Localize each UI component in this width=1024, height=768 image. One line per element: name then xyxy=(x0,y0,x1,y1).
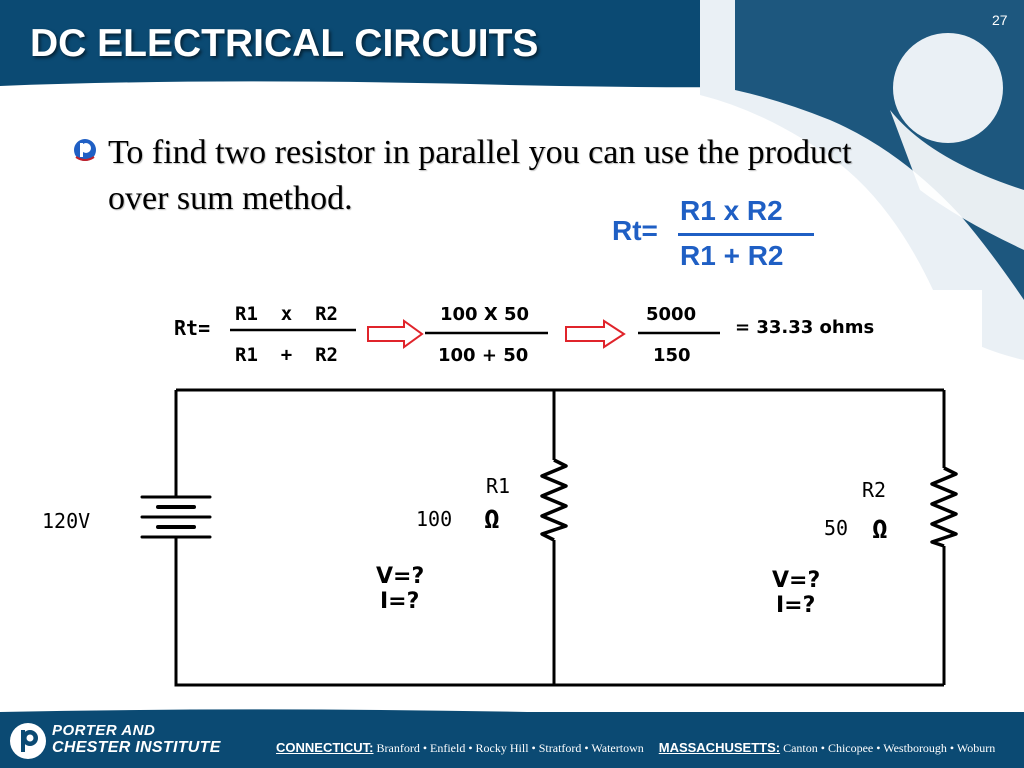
r2-value-label: 50 xyxy=(824,516,848,540)
calculation-row: Rt= R1 x R2 R1 + R2 100 X 50 100 + 50 50… xyxy=(174,303,874,366)
r2-current-question: I=? xyxy=(776,593,815,618)
calc-step2-numerator: 100 X 50 xyxy=(440,304,529,325)
institute-name-line1: PORTER AND xyxy=(52,722,156,739)
ohm-symbol-icon: Ω xyxy=(872,515,888,545)
footer-logo xyxy=(10,723,46,759)
source-voltage-label: 120V xyxy=(42,509,90,533)
battery-icon xyxy=(140,495,212,539)
watermark-logo-shape xyxy=(700,0,1024,360)
arrow-right-icon xyxy=(367,319,424,349)
r1-current-question: I=? xyxy=(380,589,419,614)
page-number: 27 xyxy=(992,12,1008,28)
calc-step2-denominator: 100 + 50 xyxy=(438,345,528,366)
resistor-r2-icon xyxy=(930,466,958,548)
institute-name: PORTER AND CHESTER INSTITUTE xyxy=(52,722,221,756)
formula-lhs: Rt= xyxy=(612,215,658,246)
institute-name-line2: CHESTER INSTITUTE xyxy=(52,739,221,756)
r2-name-label: R2 xyxy=(862,478,886,502)
calc-lhs: Rt= xyxy=(174,316,210,340)
formula-fraction-bar xyxy=(678,233,814,236)
ohm-symbol-icon: Ω xyxy=(484,505,500,535)
circuit-diagram: Rt= R1 x R2 R1 + R2 100 X 50 100 + 50 50… xyxy=(42,290,982,692)
formula-numerator: R1 x R2 xyxy=(680,195,783,226)
r1-voltage-question: V=? xyxy=(376,564,424,589)
ct-locations: Branford • Enfield • Rocky Hill • Stratf… xyxy=(376,741,644,755)
calc-step1-numerator: R1 x R2 xyxy=(235,303,338,325)
formula-denominator: R1 + R2 xyxy=(680,240,784,271)
ma-state-label: MASSACHUSETTS: xyxy=(658,740,781,755)
arrow-right-icon xyxy=(565,319,626,349)
ct-state-label: CONNECTICUT: xyxy=(276,740,374,755)
r1-name-label: R1 xyxy=(486,474,510,498)
product-over-sum-formula: Rt= R1 x R2 R1 + R2 xyxy=(612,193,817,285)
resistor-r1-icon xyxy=(540,458,568,542)
footer-locations: CONNECTICUT: Branford • Enfield • Rocky … xyxy=(276,740,1016,756)
r2-voltage-question: V=? xyxy=(772,568,820,593)
calc-step3-denominator: 150 xyxy=(653,345,691,366)
calc-step3-numerator: 5000 xyxy=(646,304,696,325)
ma-locations: Canton • Chicopee • Westborough • Woburn xyxy=(783,741,996,755)
slide-title: DC ELECTRICAL CIRCUITS xyxy=(30,22,539,65)
bullet-text: To find two resistor in parallel you can… xyxy=(108,134,852,217)
logo-bullet-icon xyxy=(72,137,98,163)
r1-value-label: 100 xyxy=(416,507,452,531)
calc-result: = 33.33 ohms xyxy=(735,317,874,338)
footer-band xyxy=(0,712,1024,768)
calc-step1-denominator: R1 + R2 xyxy=(235,344,338,366)
circuit-wires xyxy=(174,388,946,687)
